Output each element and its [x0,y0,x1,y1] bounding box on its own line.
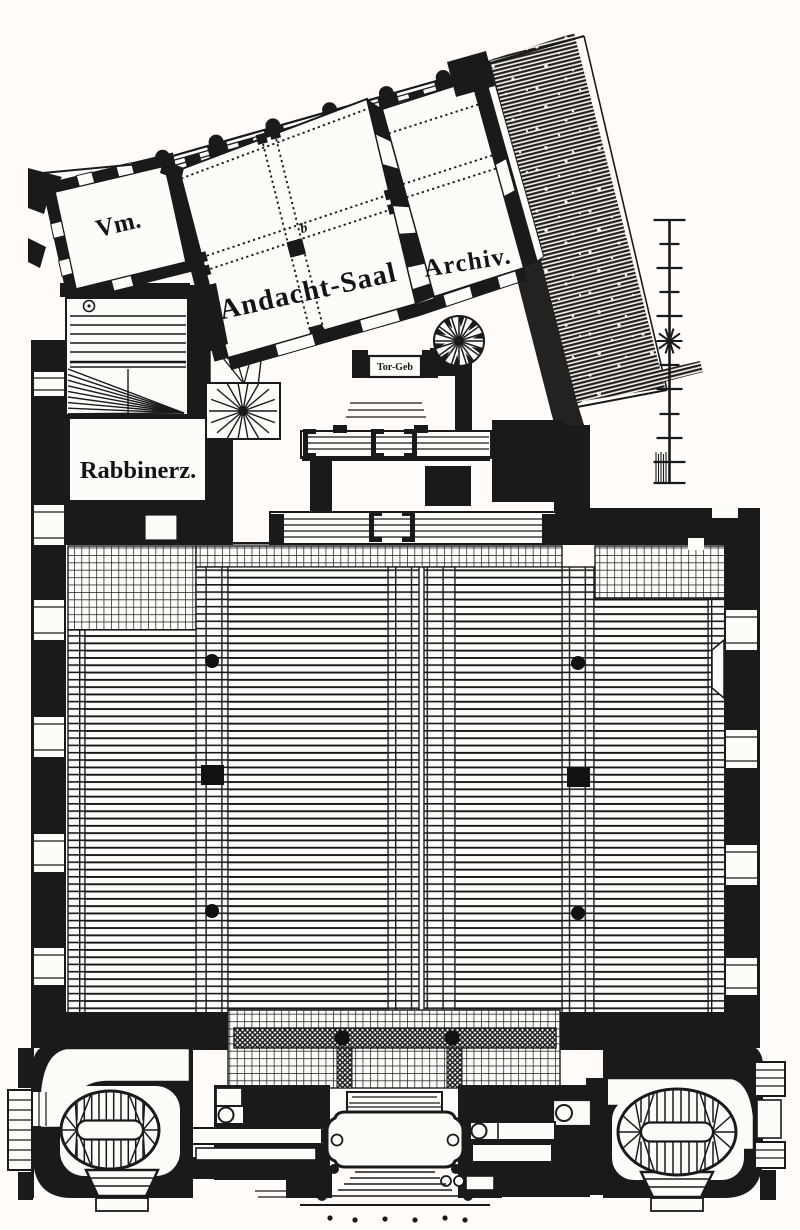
svg-text:Tor-Geb: Tor-Geb [377,362,413,373]
svg-text:Rabbinerz.: Rabbinerz. [80,457,196,484]
svg-text:b: b [299,221,310,237]
